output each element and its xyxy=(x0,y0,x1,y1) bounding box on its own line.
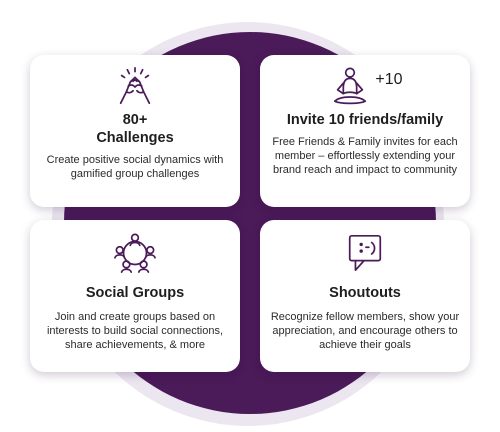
social-groups-title: Social Groups xyxy=(85,285,185,301)
invite-title: Invite 10 friends/family xyxy=(286,112,444,128)
social-groups-card: Social Groups Join and create groups bas… xyxy=(30,220,240,372)
shoutouts-title: Shoutouts xyxy=(329,285,401,301)
invite-icon-row: +10 xyxy=(327,65,403,107)
invite-count-badge: +10 xyxy=(375,71,403,88)
challenges-title: Challenges xyxy=(96,130,174,146)
invite-description: Free Friends & Family invites for each m… xyxy=(272,136,458,176)
smiley-speech-bubble-icon xyxy=(342,232,388,274)
challenges-count: 80+ xyxy=(122,112,148,128)
challenges-description: Create positive social dynamics with gam… xyxy=(46,154,224,180)
social-groups-description: Join and create groups based on interest… xyxy=(46,311,224,351)
shoutouts-card: Shoutouts Recognize fellow members, show… xyxy=(260,220,470,372)
shoutouts-description: Recognize fellow members, show your appr… xyxy=(270,311,460,351)
group-network-icon xyxy=(112,232,158,274)
challenges-card: 80+ Challenges Create positive social dy… xyxy=(30,55,240,207)
invite-card: +10 Invite 10 friends/family Free Friend… xyxy=(260,55,470,207)
clasped-hands-icon xyxy=(112,65,158,107)
meditation-person-icon xyxy=(327,65,373,107)
